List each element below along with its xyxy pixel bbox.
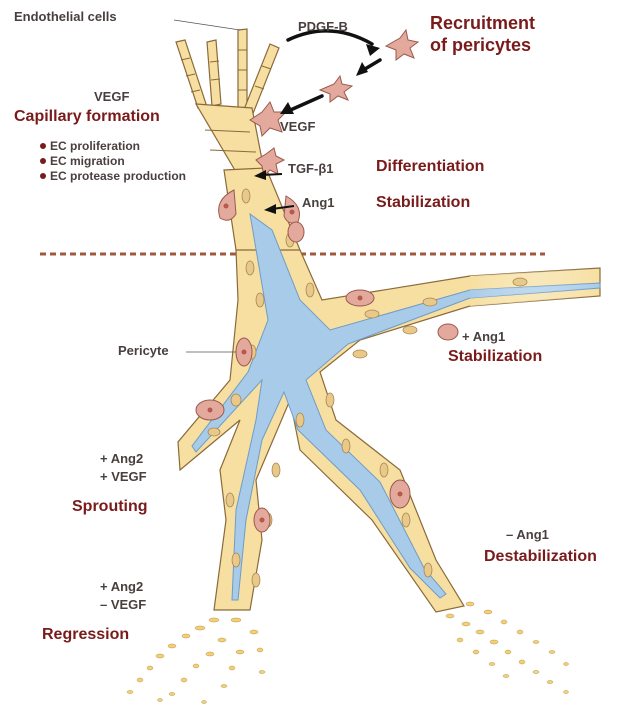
bullet-dot-icon bbox=[40, 158, 46, 164]
bullet-dot-icon bbox=[40, 143, 46, 149]
label-vegf-top: VEGF bbox=[94, 90, 129, 104]
label-regression: Regression bbox=[42, 626, 129, 644]
label-sprouting: Sprouting bbox=[72, 498, 148, 516]
label-plus-vegf: + VEGF bbox=[100, 470, 147, 484]
bullet-item: EC proliferation bbox=[40, 139, 186, 154]
label-minus-ang1: – Ang1 bbox=[506, 528, 549, 542]
label-recruitment-line2: of pericytes bbox=[430, 36, 531, 56]
label-plus-ang1: + Ang1 bbox=[462, 330, 505, 344]
label-destabilization: Destabilization bbox=[484, 548, 597, 566]
label-minus-vegf: – VEGF bbox=[100, 598, 146, 612]
label-capillary-formation: Capillary formation bbox=[14, 108, 160, 126]
bullet-item: EC migration bbox=[40, 154, 186, 169]
label-pericyte: Pericyte bbox=[118, 344, 169, 358]
label-tgf-beta1: TGF-β1 bbox=[288, 162, 334, 176]
label-ang1: Ang1 bbox=[302, 196, 335, 210]
label-plus-ang2-b: + Ang2 bbox=[100, 580, 143, 594]
label-stabilization-top: Stabilization bbox=[376, 194, 470, 212]
label-vegf-mid: VEGF bbox=[280, 120, 315, 134]
label-plus-ang2-a: + Ang2 bbox=[100, 452, 143, 466]
bullet-item: EC protease production bbox=[40, 169, 186, 184]
label-recruitment-line1: Recruitment bbox=[430, 14, 535, 34]
label-stabilization-right: Stabilization bbox=[448, 348, 542, 366]
dispersed-cells bbox=[127, 602, 569, 704]
bullet-dot-icon bbox=[40, 173, 46, 179]
label-pdgf-b: PDGF-B bbox=[298, 20, 348, 34]
label-endothelial-cells: Endothelial cells bbox=[14, 10, 117, 24]
ec-effects-list: EC proliferation EC migration EC proteas… bbox=[40, 139, 186, 184]
label-differentiation: Differentiation bbox=[376, 158, 484, 176]
